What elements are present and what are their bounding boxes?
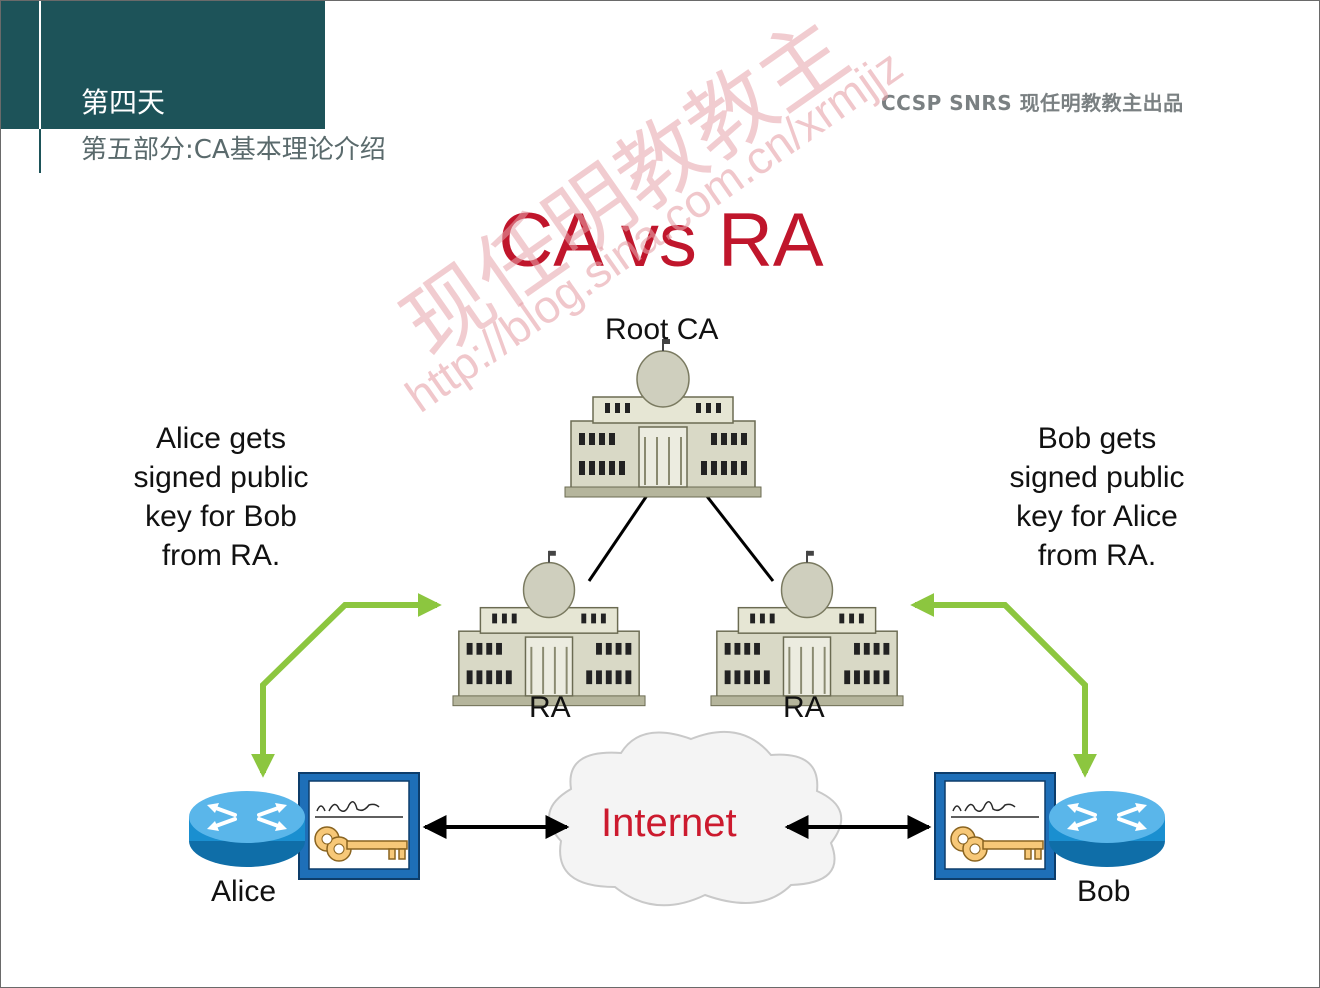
alice-label: Alice	[211, 875, 277, 908]
slide-title: CA vs RA	[498, 198, 824, 283]
ra-left-building-icon	[451, 549, 647, 707]
note-alice-line: key for Bob	[145, 500, 297, 533]
internet-cloud-icon	[548, 730, 843, 907]
note-alice-line: signed public	[133, 461, 309, 494]
bob-ca-server-key-icon	[934, 772, 1056, 880]
note-bob-line: Bob gets	[1037, 422, 1157, 455]
note-bob-line: from RA.	[1037, 539, 1157, 572]
alice-router-icon	[187, 789, 307, 869]
ra-right-label: RA	[783, 691, 825, 724]
arrow-alice-ra	[251, 593, 442, 778]
header-section: 第五部分:CA基本理论介绍	[81, 135, 386, 165]
bob-router-icon	[1047, 789, 1167, 869]
note-bob: Bob gets signed public key for Alice fro…	[987, 419, 1207, 575]
note-alice-line: Alice gets	[155, 422, 287, 455]
internet-label: Internet	[601, 801, 737, 845]
root-ca-building-icon	[564, 338, 762, 498]
note-alice-line: from RA.	[161, 539, 281, 572]
note-bob-line: key for Alice	[1016, 500, 1178, 533]
note-bob-line: signed public	[1009, 461, 1185, 494]
arrow-bob-ra	[910, 593, 1097, 778]
header-divider-inner	[39, 1, 41, 129]
bob-label: Bob	[1077, 875, 1131, 908]
alice-ca-server-key-icon	[298, 772, 420, 880]
ra-left-label: RA	[529, 691, 571, 724]
root-ca-label: Root CA	[605, 313, 719, 346]
header-band	[1, 1, 325, 129]
header-brand: CCSP SNRS 现任明教教主出品	[881, 91, 1184, 115]
note-alice: Alice gets signed public key for Bob fro…	[111, 419, 331, 575]
ra-right-building-icon	[709, 549, 905, 707]
header-day: 第四天	[81, 86, 166, 119]
